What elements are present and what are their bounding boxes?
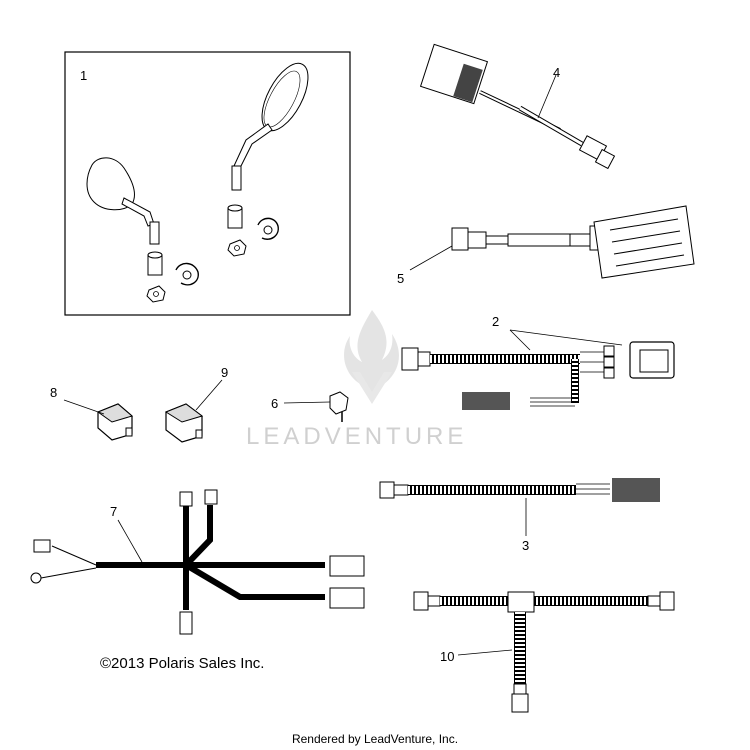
part-8-switch[interactable]: 8 — [50, 385, 134, 441]
callout-10: 10 — [440, 649, 454, 664]
part-9-switch[interactable]: 9 — [164, 365, 228, 443]
part-3-harness[interactable]: 3 — [379, 478, 660, 553]
watermark-logo — [344, 310, 399, 404]
callout-2: 2 — [492, 314, 499, 329]
part-10-t-harness[interactable]: 10 — [413, 591, 675, 713]
callout-5: 5 — [397, 271, 404, 286]
part-2-switch-harness[interactable]: 2 — [401, 314, 675, 410]
callout-7: 7 — [110, 504, 117, 519]
part-1-mirror-kit[interactable]: 1 — [64, 51, 351, 316]
callout-8: 8 — [50, 385, 57, 400]
callout-4: 4 — [553, 65, 560, 80]
watermark-text: LEADVENTURE — [246, 423, 467, 450]
copyright-text: ©2013 Polaris Sales Inc. — [100, 655, 265, 672]
part-4-adapter-harness[interactable]: 4 — [419, 43, 616, 170]
part-6-connector[interactable]: 6 — [271, 391, 349, 422]
callout-6: 6 — [271, 396, 278, 411]
callout-9: 9 — [221, 365, 228, 380]
part-5-module-harness[interactable]: 5 — [397, 205, 695, 286]
callout-1: 1 — [80, 68, 87, 83]
part-7-main-harness[interactable]: 7 — [30, 489, 365, 635]
callout-3: 3 — [522, 538, 529, 553]
rendered-by-credit: Rendered by LeadVenture, Inc. — [291, 732, 459, 746]
